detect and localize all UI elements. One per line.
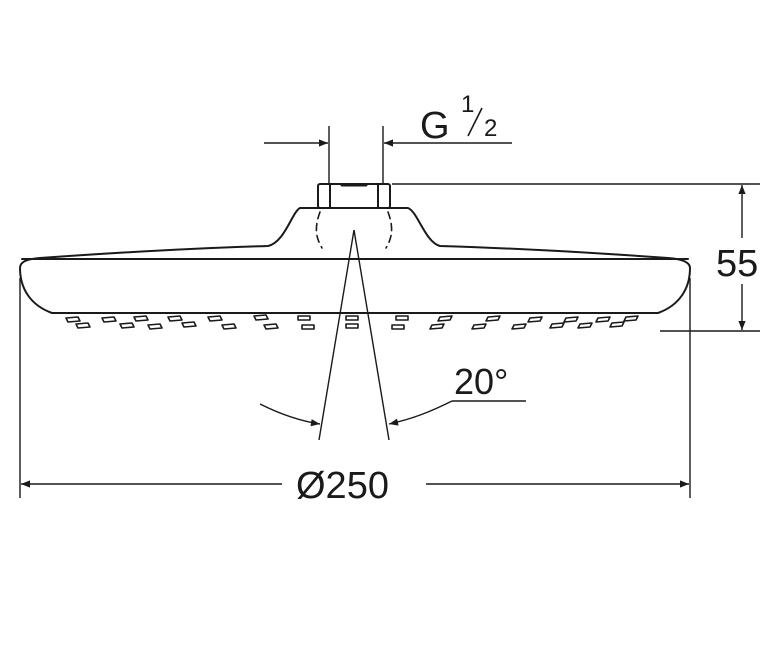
thread-dimension-lines [264, 126, 512, 184]
thread-fraction-denominator: 2 [484, 115, 497, 142]
thread-fraction-numerator: 1 [461, 91, 474, 118]
thread-fraction-slash [467, 107, 483, 137]
thread-size-label: G 1 2 [420, 91, 497, 147]
connector-nut [317, 183, 391, 209]
diameter-label: Ø250 [296, 465, 389, 507]
spray-angle-label: 20° [454, 361, 508, 402]
thread-letter: G [420, 105, 450, 147]
height-label: 55 [716, 243, 758, 285]
spray-nozzles [65, 314, 639, 330]
hidden-ball-joint [315, 211, 393, 249]
shower-head-body [19, 207, 691, 314]
spray-angle-lines [259, 229, 526, 441]
height-dimension-lines [392, 183, 760, 332]
diameter-dimension-lines [19, 278, 691, 498]
